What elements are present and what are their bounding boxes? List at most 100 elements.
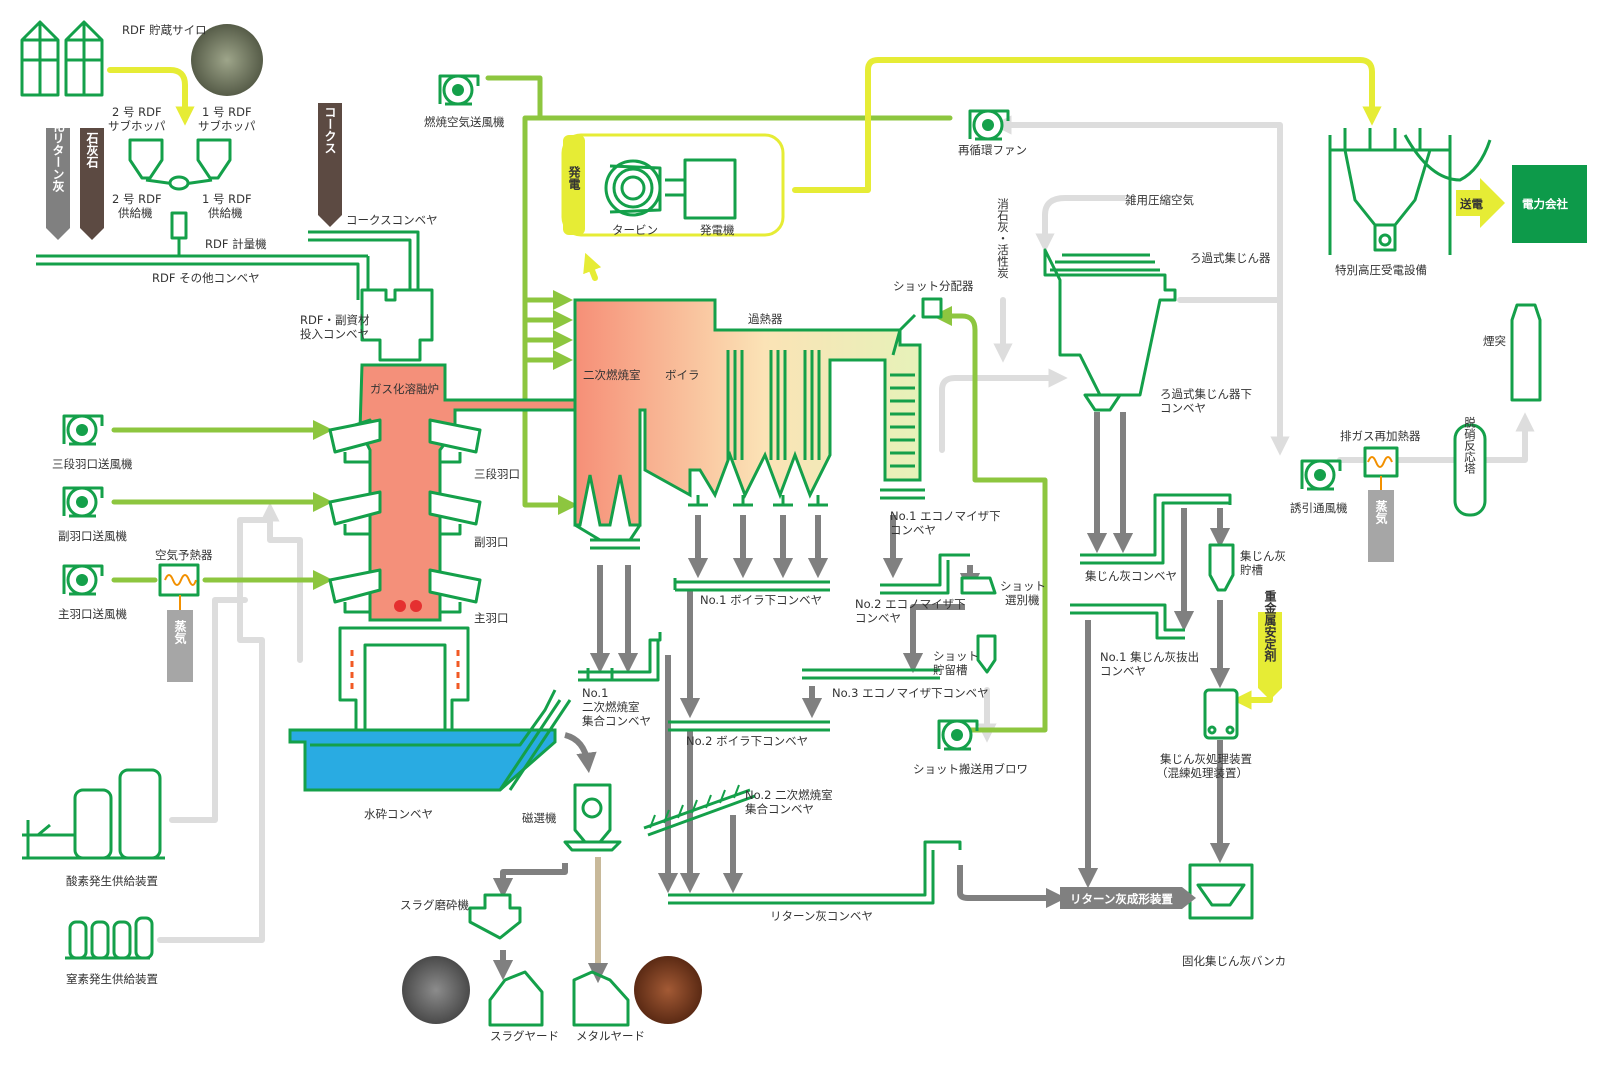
limestone-label: 石灰石 xyxy=(85,132,99,169)
bf-conveyor-label-2: コンベヤ xyxy=(1160,401,1206,415)
fan-main-label: 主羽口送風機 xyxy=(58,607,127,621)
recirc-fan-label: 再循環ファン xyxy=(958,143,1027,157)
return-ash-molding-tag: リターン灰成形装置 xyxy=(1060,887,1196,909)
solid-ash-bunker-label: 固化集じん灰バンカ xyxy=(1182,954,1286,968)
economizer-conveyors xyxy=(802,297,997,680)
turbine-label: タービン xyxy=(612,223,658,237)
heavy-metal-label: 重金属安定剤 xyxy=(1263,589,1277,663)
rdf-input-conveyor-label-2: 投入コンベヤ xyxy=(300,327,369,341)
steam-label-left: 蒸気 xyxy=(173,619,187,645)
boiler-system xyxy=(573,298,925,550)
return-ash-molding-label: リターン灰成形装置 xyxy=(1070,892,1173,906)
metal-yard-label: メタルヤード xyxy=(576,1029,645,1043)
fan-tuyere-sub xyxy=(62,486,104,518)
dust-ash-conveyors xyxy=(1070,493,1254,920)
rdf-storage-silo xyxy=(20,20,104,97)
boiler-label: ボイラ xyxy=(665,368,700,382)
rdf-input-conveyor xyxy=(360,288,434,362)
dust-ash-tank-label-2: 貯槽 xyxy=(1240,563,1263,577)
nitrogen-label: 窒素発生供給装置 xyxy=(66,972,158,986)
superheater-label: 過熱器 xyxy=(748,312,783,326)
chimney xyxy=(1510,303,1542,402)
combustion-air-fan xyxy=(438,74,480,106)
ash-out-label-1: No.1 集じん灰抜出 xyxy=(1100,650,1199,664)
air-preheater-label: 空気予熱器 xyxy=(155,548,213,562)
fan3-label: 三段羽口送風機 xyxy=(52,457,133,471)
tuyere-main-label: 主羽口 xyxy=(474,611,509,625)
shot-distributor-label: ショット分配器 xyxy=(893,279,974,293)
combustion-air-fan-label: 燃焼空気送風機 xyxy=(424,115,505,129)
transmission-label: 送電 xyxy=(1459,197,1483,211)
bag-filter-label: ろ過式集じん器 xyxy=(1190,251,1271,265)
utility-lines xyxy=(157,115,1290,943)
slag-grinder-label: スラグ磨砕機 xyxy=(400,898,469,912)
metal-yard-bin xyxy=(572,970,630,1027)
boiler1-conveyor-label: No.1 ボイラ下コンベヤ xyxy=(700,593,822,607)
sec1-label-2: 二次燃焼室 xyxy=(582,700,640,714)
boiler2-conveyor-label: No.2 ボイラ下コンベヤ xyxy=(686,734,808,748)
heavy-metal-tag: 重金属安定剤 xyxy=(1258,589,1282,700)
oxygen-label: 酸素発生供給装置 xyxy=(66,874,158,888)
econ2-label-1: No.2 エコノマイザ下 xyxy=(855,597,966,611)
air-lines xyxy=(111,75,1048,733)
metal-photo xyxy=(634,956,702,1024)
bag-filter xyxy=(1043,248,1177,412)
slag-grinder xyxy=(468,893,522,940)
power-company-box: 電力会社 xyxy=(1512,165,1587,243)
recirc-fan xyxy=(968,109,1010,141)
shot-sep-label-1: ショット xyxy=(1000,579,1046,593)
hopper1-label-1: 1 号 RDF xyxy=(202,105,252,119)
sec1-label-3: 集合コンベヤ xyxy=(582,714,651,728)
slag-photo xyxy=(402,956,470,1024)
ash-out-label-2: コンベヤ xyxy=(1100,664,1146,678)
id-fan xyxy=(1300,459,1342,491)
hopper2-label-1: 2 号 RDF xyxy=(112,105,162,119)
boiler-conveyors xyxy=(643,578,962,905)
generation-unit xyxy=(561,133,785,237)
fan-tuyere-3 xyxy=(62,414,104,446)
coke-conveyor-label: コークスコンベヤ xyxy=(346,213,438,227)
denox-tower: 脱硝反応塔 xyxy=(1453,415,1487,517)
sub-hoppers xyxy=(128,138,232,255)
power-lines xyxy=(107,57,1382,710)
transmission-arrow: 送電 xyxy=(1456,178,1505,228)
hopper1-label-2: サブホッパ xyxy=(198,119,256,133)
sec2-label-1: No.2 二次燃焼室 xyxy=(745,788,833,802)
magnetic-label: 磁選機 xyxy=(522,811,557,825)
feeder2-label-1: 2 号 RDF xyxy=(112,192,162,206)
econ1-label-1: No.1 エコノマイザ下 xyxy=(890,509,1001,523)
power-company-label: 電力会社 xyxy=(1522,197,1568,211)
id-fan-label: 誘引通風機 xyxy=(1290,501,1348,515)
misc-air-label: 雑用圧縮空気 xyxy=(1125,193,1194,207)
feeder2-label-2: 供給機 xyxy=(118,206,153,220)
nitrogen-generator xyxy=(65,916,154,960)
hv-equipment xyxy=(1328,128,1492,255)
exhaust-reheater-label: 排ガス再加熱器 xyxy=(1340,429,1421,443)
bf-conveyor-label-1: ろ過式集じん器下 xyxy=(1160,387,1252,401)
shot-blower xyxy=(937,719,979,751)
coke-tag: コークス xyxy=(318,103,342,227)
shot-tank-label-2: 貯留槽 xyxy=(933,663,968,677)
slag-yard-bin xyxy=(488,970,544,1027)
air-preheater: 蒸気 xyxy=(158,563,200,682)
dust-ash-tank-label-1: 集じん灰 xyxy=(1240,549,1286,563)
oxygen-generator xyxy=(22,768,165,860)
slag-yard-label: スラグヤード xyxy=(490,1029,559,1043)
exhaust-reheater: 蒸気 xyxy=(1363,446,1399,562)
feeder1-label-2: 供給機 xyxy=(208,206,243,220)
tuyere3-label: 三段羽口 xyxy=(474,467,520,481)
shot-sep-label-2: 選別機 xyxy=(1005,593,1040,607)
sec2-label-2: 集合コンベヤ xyxy=(745,802,814,816)
fan-sub-label: 副羽口送風機 xyxy=(58,529,127,543)
econ3-label: No.3 エコノマイザ下コンベヤ xyxy=(832,686,989,700)
shot-blower-label: ショット搬送用ブロワ xyxy=(913,762,1028,776)
fan-tuyere-main xyxy=(62,564,104,596)
solid-return-ash-label: 固化リターン灰 xyxy=(51,108,65,193)
secondary-chamber-conveyors xyxy=(578,632,662,682)
rdf-silo-label: RDF 貯蔵サイロ xyxy=(122,23,207,37)
misc-air-tag xyxy=(1125,188,1200,210)
gasification-melting-furnace xyxy=(288,363,587,792)
generator-label: 発電機 xyxy=(700,223,735,237)
water-conveyor-label: 水砕コンベヤ xyxy=(364,807,433,821)
